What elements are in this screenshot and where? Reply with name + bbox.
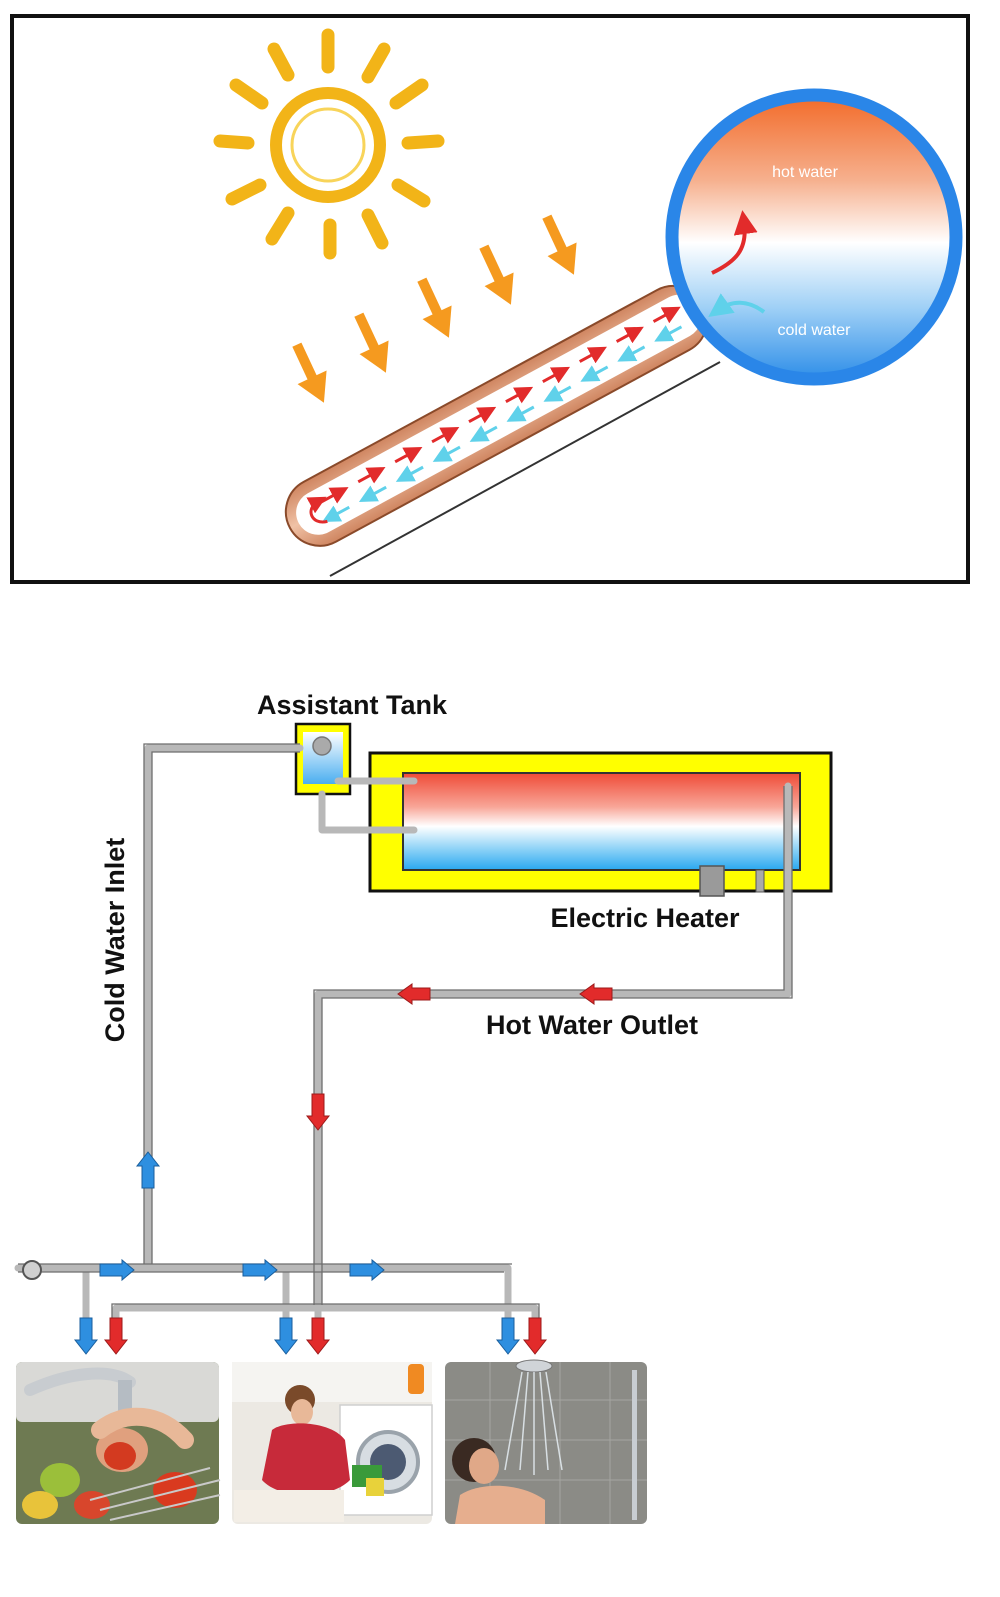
ray-arrow-icon [354,312,389,373]
electric-heater-label: Electric Heater [550,903,740,933]
cold-flow-arrow-icon [242,1258,278,1282]
assistant-tank-label: Assistant Tank [257,690,448,720]
electric-heater-icon [699,865,725,897]
valve-icon [755,869,765,893]
laundry-photo [232,1362,433,1524]
cold-flow-arrow-icon [99,1258,135,1282]
cold-up-arrow-icon [135,1151,161,1189]
ray-arrow-icon [542,214,577,275]
kitchen-sink-photo [16,1362,221,1524]
cold-sink-arrow-icon [708,293,766,317]
cold-water-inlet-label: Cold Water Inlet [100,838,130,1043]
sun-icon [213,28,445,260]
ray-arrow-icon [417,277,452,338]
main-tank [368,751,833,897]
cold-flow-arrow-icon [349,1258,385,1282]
cold-down-arrow-icon [273,1317,299,1355]
inlet-valve-icon [22,1260,42,1280]
hot-water-label: hot water [772,164,838,181]
cold-water-label: cold water [778,322,852,339]
hot-rise-arrow-icon [711,210,758,275]
bottom-panel: Assistant Tank Electric Heater Hot Water… [14,690,833,1524]
hot-down-arrow-icon [522,1317,548,1355]
hot-water-outlet-label: Hot Water Outlet [486,1010,698,1040]
hot-flow-arrow-icon [397,983,431,1005]
assistant-tank [294,722,352,796]
sun-ray-arrows [292,214,577,403]
hot-down-arrow-icon [305,1317,331,1355]
cold-down-arrow-icon [495,1317,521,1355]
cold-down-arrow-icon [73,1317,99,1355]
hot-down-arrow-icon [305,1093,331,1131]
top-panel: hot water cold water [10,14,970,584]
vacuum-tube [284,284,721,577]
flow-arrows [73,983,613,1355]
ray-arrow-icon [292,342,327,403]
float-valve-icon [312,736,332,756]
shower-photo [445,1359,647,1524]
hot-flow-arrow-icon [579,983,613,1005]
hot-down-arrow-icon [103,1317,129,1355]
tank-sphere: hot water cold water [665,88,963,386]
ray-arrow-icon [479,244,514,305]
